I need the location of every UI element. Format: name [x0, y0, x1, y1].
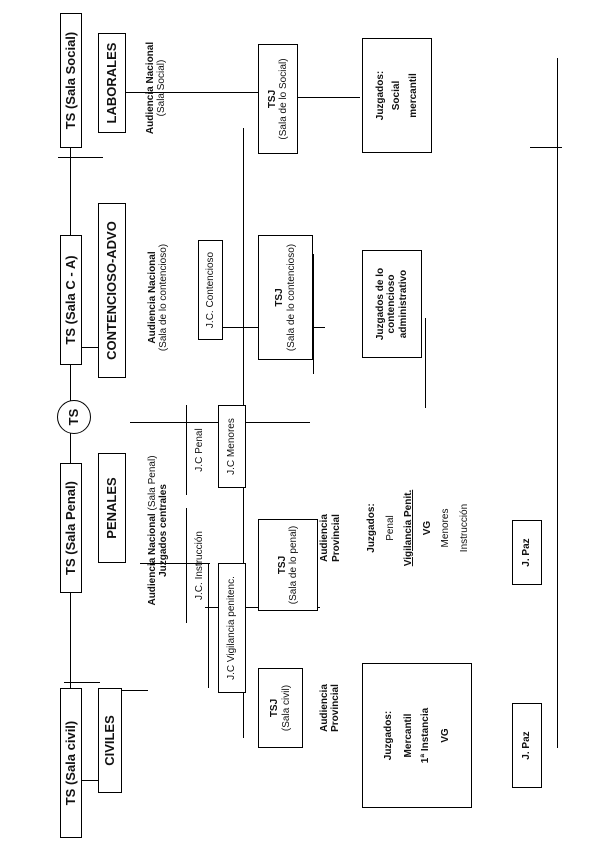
- connector: [64, 682, 100, 683]
- jc-instruccion: J.C. Instrucción: [186, 508, 212, 623]
- ts-sala-penal-box: TS (Sala Penal): [60, 463, 82, 593]
- audiencia-nacional-social: Audiencia Nacional (Sala Social): [144, 41, 168, 135]
- audiencia-provincial-civil: Audiencia Provincial: [318, 684, 342, 732]
- connector: [425, 318, 426, 408]
- tsj-social-box: TSJ (Sala de lo Social): [258, 44, 298, 154]
- contencioso-advo-header: CONTENCIOSO-ADVO: [98, 203, 126, 378]
- connector: [58, 157, 103, 158]
- juzgados-contencioso-box: Juzgados de lo contencioso administrativ…: [362, 250, 422, 358]
- tsj-contencioso-box: TSJ (Sala de lo contencioso): [258, 235, 313, 360]
- jc-menores-box: J.C Menores: [218, 405, 246, 488]
- juez-paz-civil-box: J. Paz: [512, 703, 542, 788]
- ts-sala-civil-box: TS (Sala civil): [60, 688, 82, 838]
- laborales-header: LABORALES: [98, 33, 126, 133]
- connector: [557, 58, 558, 748]
- jc-contencioso-box: J.C. Contencioso: [198, 240, 223, 340]
- penales-header: PENALES: [98, 453, 126, 563]
- ts-circle: TS: [57, 400, 91, 434]
- audiencia-provincial-penal: Audiencia Provincial: [319, 514, 342, 562]
- audiencia-nacional-contencioso: Audiencia Nacional (Sala de lo contencio…: [146, 243, 170, 352]
- ts-sala-social-box: TS (Sala Social): [60, 13, 82, 148]
- civiles-header: CIVILES: [98, 688, 122, 793]
- ts-sala-ca-box: TS (Sala C - A): [60, 235, 82, 365]
- jc-vigilancia-penitenciaria-box: J.C Vigilancia penitenc.: [218, 563, 246, 693]
- juzgados-civil-box: Juzgados: Mercantil 1ª Instancia VG: [362, 663, 472, 808]
- juzgados-social-box: Juzgados: Social mercantil: [362, 38, 432, 153]
- tsj-civil-box: TSJ (Sala civil): [258, 668, 303, 748]
- connector: [313, 254, 314, 374]
- juzgados-penal-list: Juzgados: Penal Vigilancia Penit. VG Men…: [366, 489, 470, 567]
- connector: [530, 147, 562, 148]
- juez-paz-penal-box: J. Paz: [512, 520, 542, 585]
- jc-penal: J.C Penal: [186, 405, 212, 495]
- audiencia-nacional-penal: Audiencia Nacional (Sala Penal) Juzgados…: [146, 455, 170, 606]
